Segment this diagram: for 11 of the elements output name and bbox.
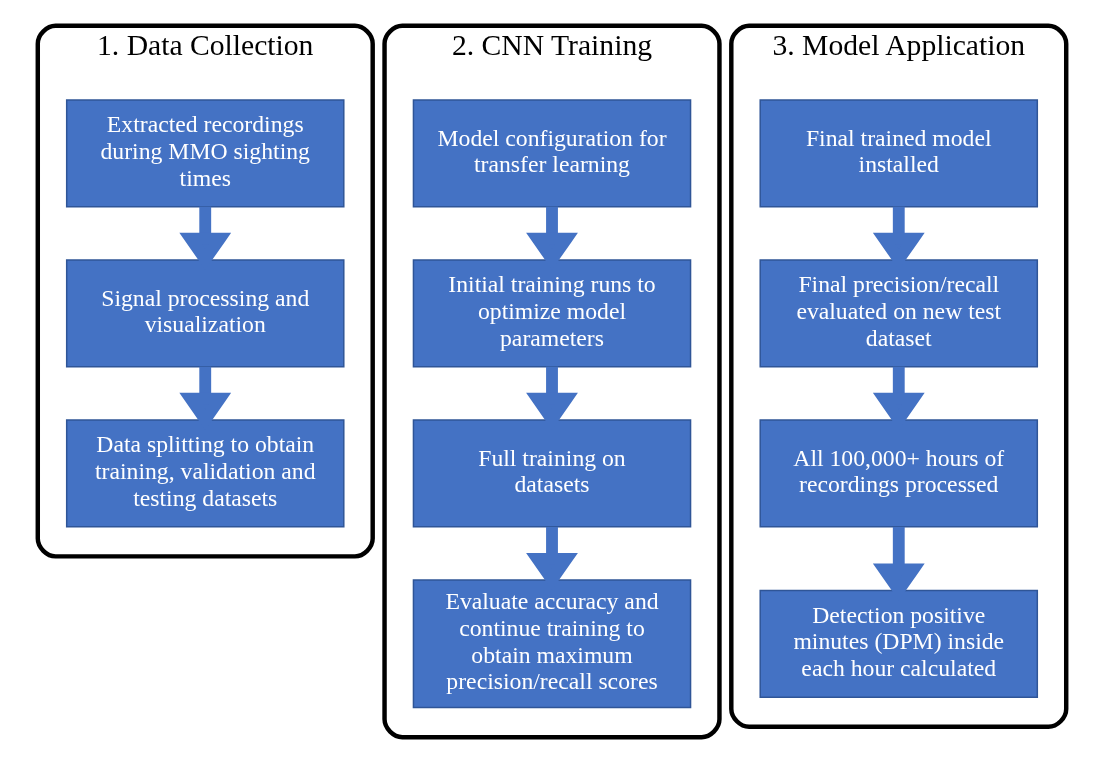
- node-box: Full training on datasets: [412, 419, 691, 528]
- node-box: All 100,000+ hours of recordings processed: [758, 419, 1038, 528]
- node-box: Initial training runs to optimize model parameters: [412, 259, 691, 368]
- node-box: Final trained model installed: [758, 99, 1038, 208]
- node-box: Signal processing and visualization: [65, 259, 345, 368]
- node-box: Detection positive minutes (DPM) inside each hour calculated: [758, 589, 1038, 698]
- node-box: Data splitting to obtain training, validation and testing datasets: [65, 419, 345, 528]
- node-box: Model configuration for transfer learning: [412, 99, 691, 208]
- node-box: Extracted recordings during MMO sighting times: [65, 99, 345, 208]
- node-box: Final precision/recall evaluated on new test dataset: [758, 259, 1038, 368]
- node-box: Evaluate accuracy and continue training to obtain maximum precision/recall scores: [412, 579, 691, 709]
